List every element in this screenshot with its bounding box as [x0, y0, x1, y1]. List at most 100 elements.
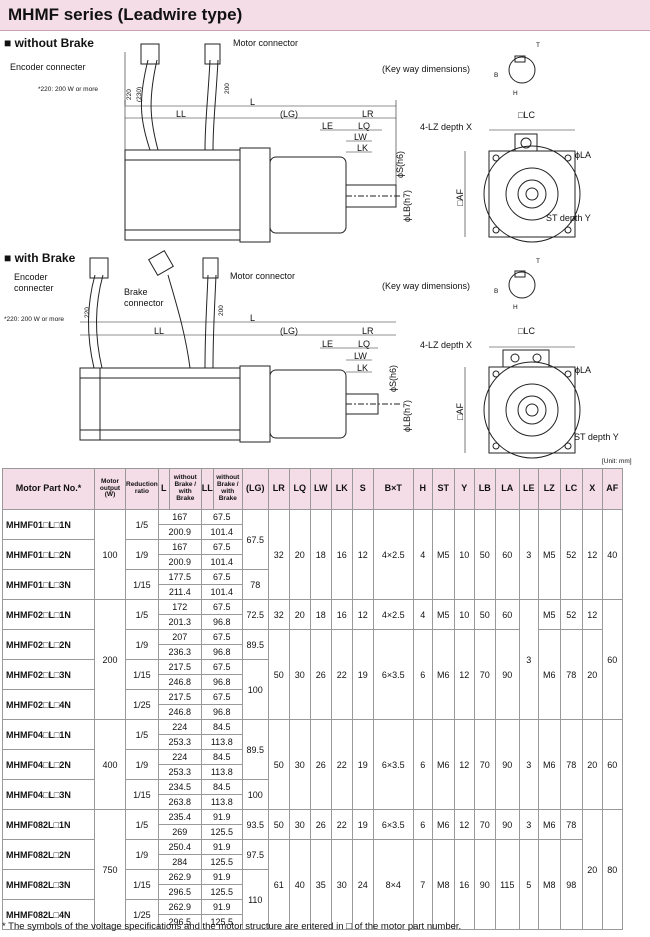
st-cell: M6	[431, 809, 455, 840]
header-llsub: without Brake / with Brake	[212, 468, 243, 510]
LL-nobrake-cell: 67.5	[200, 509, 243, 525]
ratio-cell: 1/5	[125, 599, 159, 630]
bxt-cell: 4×2.5	[372, 509, 414, 600]
dim-L: L	[250, 97, 256, 107]
header-h: H	[412, 468, 433, 510]
L-nobrake-cell: 177.5	[157, 569, 202, 585]
L-brake-cell: 296.5	[157, 884, 202, 900]
dim-S-2: ϕS(h6)	[388, 364, 398, 392]
lq-cell: 30	[288, 809, 311, 840]
lz-cell: M6	[537, 809, 561, 840]
x-cell: 12	[581, 509, 603, 600]
part-number-cell: MHMF01□L□2N	[2, 539, 95, 570]
lb-cell: 70	[473, 809, 496, 840]
s-cell: 12	[351, 599, 374, 630]
header-lz: LZ	[537, 468, 561, 510]
lr-cell: 50	[267, 719, 290, 810]
x-cell: 20	[581, 629, 603, 720]
output-cell: 100	[94, 509, 126, 600]
L-nobrake-cell: 172	[157, 599, 202, 615]
la-cell: 90	[494, 719, 520, 810]
L-nobrake-cell: 224	[157, 719, 202, 735]
LL-brake-cell: 96.8	[200, 674, 243, 690]
L-brake-cell: 246.8	[157, 704, 202, 720]
encoder-connector-label: Encoder connecter	[10, 62, 86, 72]
lc-cell: 78	[559, 629, 583, 720]
h-cell: 4	[412, 599, 433, 630]
keyway-B: B	[494, 72, 499, 79]
header-x: X	[581, 468, 603, 510]
dim-LA: ϕLA	[575, 150, 592, 160]
LL-nobrake-cell: 67.5	[200, 629, 243, 645]
L-brake-cell: 200.9	[157, 524, 202, 540]
dim-LE-2: LE	[322, 339, 334, 349]
lr-cell: 50	[267, 809, 290, 840]
header-out: Motor output (W)	[94, 468, 126, 510]
dim-ST-2: ST depth Y	[574, 432, 619, 442]
dim-S: ϕS(h6)	[395, 150, 405, 178]
L-brake-cell: 211.4	[157, 584, 202, 600]
part-number-cell: MHMF02□L□2N	[2, 629, 95, 660]
keyway-detail-2	[508, 270, 536, 299]
dim-AF-2: □AF	[455, 403, 465, 420]
af-cell: 60	[601, 599, 623, 720]
dim-LZ: 4-LZ depth X	[420, 122, 473, 132]
header-lk: LK	[330, 468, 353, 510]
encoder-label-1: Encoder	[14, 272, 48, 282]
encoder-label-2: connecter	[14, 283, 54, 293]
dim-LG-2: (LG)	[280, 326, 298, 336]
LL-brake-cell: 96.8	[200, 644, 243, 660]
L-brake-cell: 253.3	[157, 764, 202, 780]
dim-200: 200	[224, 83, 231, 94]
lb-cell: 70	[473, 719, 496, 810]
L-brake-cell: 284	[157, 854, 202, 870]
L-brake-cell: 246.8	[157, 674, 202, 690]
with-brake-heading: ■ with Brake	[4, 251, 76, 265]
dim-220-2: 220	[84, 307, 91, 318]
L-brake-cell: 253.3	[157, 734, 202, 750]
header-ll: LL	[200, 468, 214, 510]
ratio-cell: 1/9	[125, 839, 159, 870]
header-lb: LB	[473, 468, 496, 510]
st-cell: M6	[431, 719, 455, 810]
dim-LC-2: □LC	[518, 326, 535, 336]
lc-cell: 78	[559, 809, 583, 840]
header-st: ST	[431, 468, 455, 510]
dim-LB: ϕLB(h7)	[402, 189, 412, 222]
dim-LC: □LC	[518, 110, 535, 120]
lk-cell: 16	[330, 509, 353, 600]
ratio-cell: 1/9	[125, 629, 159, 660]
dim-LL: LL	[176, 109, 187, 119]
LL-nobrake-cell: 67.5	[200, 659, 243, 675]
lq-cell: 20	[288, 599, 311, 630]
keyway-B-2: B	[494, 288, 499, 295]
s-cell: 19	[351, 809, 374, 840]
LL-brake-cell: 113.8	[200, 734, 243, 750]
dim-LW-2: LW	[354, 351, 367, 361]
dim-lines-1	[124, 52, 397, 185]
part-number-cell: MHMF082L□4N	[2, 899, 95, 930]
LL-brake-cell: 125.5	[200, 884, 243, 900]
lc-cell: 98	[559, 839, 583, 930]
LL-brake-cell: 113.8	[200, 764, 243, 780]
motor-front-view-2	[464, 346, 581, 459]
h-cell: 4	[412, 509, 433, 600]
output-cell: 400	[94, 719, 126, 810]
L-nobrake-cell: 234.5	[157, 779, 202, 795]
st-cell: M6	[431, 629, 455, 720]
keyway-T: T	[536, 42, 540, 49]
keyway-H: H	[513, 90, 518, 97]
ratio-cell: 1/5	[125, 809, 159, 840]
h-cell: 6	[412, 809, 433, 840]
